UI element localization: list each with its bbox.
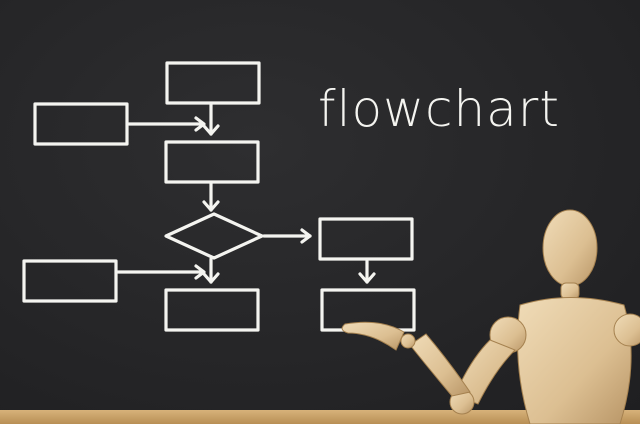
flowchart-box-input-2 (22, 259, 118, 303)
board-title: flowchart (318, 80, 560, 138)
flowchart-box-start (165, 61, 261, 105)
flowchart-box-process-1 (164, 140, 260, 184)
flowchart-box-branch (318, 217, 414, 261)
wooden-mannequin-icon (341, 209, 640, 424)
board-frame (0, 410, 640, 424)
flowchart-box-input-1 (33, 102, 129, 146)
flowchart-arrows (116, 102, 376, 284)
flowchart-decision-diamond (164, 212, 264, 260)
flowchart-box-end (164, 288, 260, 332)
